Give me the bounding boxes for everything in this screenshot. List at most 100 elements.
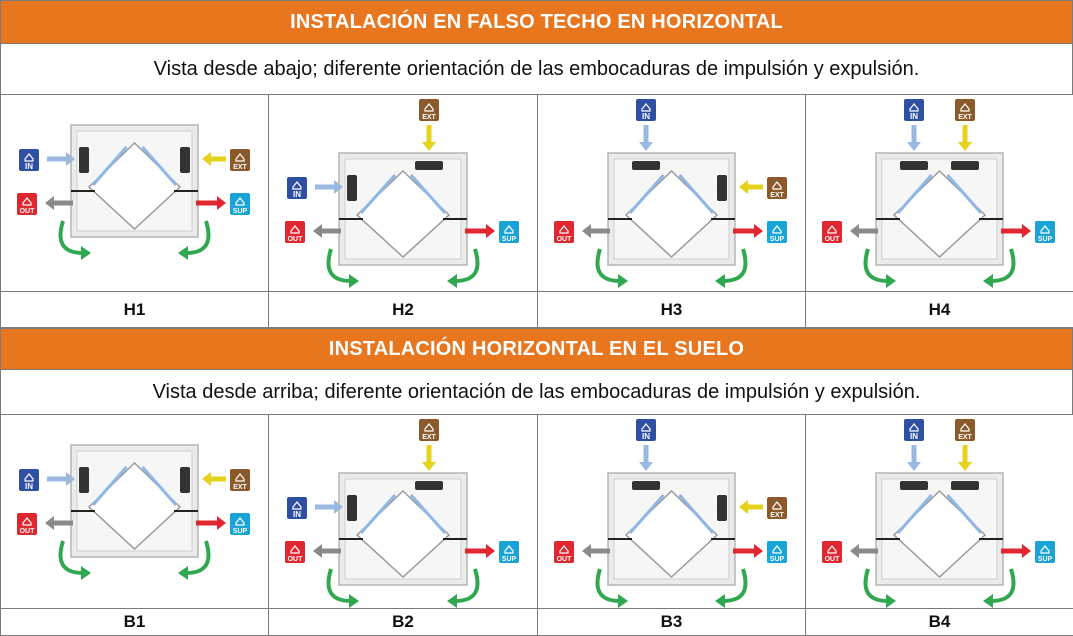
arrow-sup xyxy=(465,544,495,558)
heat-recovery-unit xyxy=(875,472,1004,586)
port-badge-text: IN xyxy=(642,112,650,121)
port-badge-text: IN xyxy=(910,112,918,121)
rotate-arrow-right xyxy=(715,248,748,288)
port-badge-in: IN xyxy=(287,177,307,199)
rotate-arrow-right xyxy=(983,248,1016,288)
label-row-floor: B1 B2 B3 B4 xyxy=(0,609,1073,636)
arrow-out xyxy=(313,224,341,238)
section-title: INSTALACIÓN HORIZONTAL EN EL SUELO xyxy=(328,337,745,360)
port-badge-sup: SUP xyxy=(230,513,250,535)
port-badge-text: SUP xyxy=(1038,556,1053,563)
diagram-grid-ceiling: IN EXT OUT SUP IN EXT OUT SUP EXT IN OUT SUP IN EX… xyxy=(0,94,1073,292)
port-badge-text: OUT xyxy=(825,556,841,563)
arrow-ext xyxy=(958,445,972,471)
diagram-cell-b2: IN EXT OUT SUP xyxy=(269,415,538,609)
port-badge-text: SUP xyxy=(770,556,785,563)
port-badge-ext: EXT xyxy=(419,99,439,121)
port-badge-text: EXT xyxy=(770,512,784,519)
port-badge-ext: EXT xyxy=(767,497,787,519)
port-badge-in: IN xyxy=(19,149,39,171)
arrow-out xyxy=(582,224,610,238)
port-badge-in: IN xyxy=(636,419,656,441)
section-subtitle: Vista desde arriba; diferente orientació… xyxy=(152,380,921,403)
arrow-ext xyxy=(958,125,972,151)
rotate-arrow-left xyxy=(863,568,896,608)
rotate-arrow-left xyxy=(595,568,628,608)
config-label-b2: B2 xyxy=(269,609,538,636)
heat-recovery-unit xyxy=(70,124,199,238)
config-label-h4: H4 xyxy=(806,292,1073,328)
port-badge-sup: SUP xyxy=(767,221,787,243)
diagram-cell-h2: IN EXT OUT SUP xyxy=(269,95,538,292)
unit-diagram: IN EXT OUT SUP xyxy=(285,419,519,608)
port-badge-ext: EXT xyxy=(955,419,975,441)
arrow-out xyxy=(850,544,878,558)
heat-recovery-unit xyxy=(607,472,736,586)
port-badge-text: SUP xyxy=(233,208,248,215)
arrow-in xyxy=(639,445,653,471)
port-badge-sup: SUP xyxy=(499,221,519,243)
port-badge-in: IN xyxy=(904,419,924,441)
arrow-in xyxy=(47,472,75,486)
port-badge-sup: SUP xyxy=(230,193,250,215)
port-badge-text: IN xyxy=(293,510,301,519)
port-badge-ext: EXT xyxy=(955,99,975,121)
port-badge-ext: EXT xyxy=(230,149,250,171)
port-badge-ext: EXT xyxy=(230,469,250,491)
port-badge-text: SUP xyxy=(502,556,517,563)
rotate-arrow-left xyxy=(58,540,91,580)
diagram-cell-h1: IN EXT OUT SUP xyxy=(1,95,269,292)
port-badge-in: IN xyxy=(287,497,307,519)
port-badge-text: OUT xyxy=(20,208,36,215)
arrow-in xyxy=(907,445,921,471)
port-badge-text: SUP xyxy=(770,236,785,243)
unit-diagram: IN EXT OUT SUP xyxy=(17,124,250,260)
port-badge-text: SUP xyxy=(502,236,517,243)
port-badge-ext: EXT xyxy=(419,419,439,441)
port-badge-text: EXT xyxy=(422,434,436,441)
diagram-grid-floor: IN EXT OUT SUP IN EXT OUT SUP EXT IN OUT SUP IN EX… xyxy=(0,414,1073,609)
port-badge-text: OUT xyxy=(557,236,573,243)
port-badge-in: IN xyxy=(904,99,924,121)
port-badge-text: OUT xyxy=(825,236,841,243)
port-badge-sup: SUP xyxy=(1035,541,1055,563)
port-badge-out: OUT xyxy=(554,221,574,243)
port-badge-out: OUT xyxy=(554,541,574,563)
arrow-sup xyxy=(1001,544,1031,558)
rotate-arrow-right xyxy=(178,540,211,580)
arrow-in xyxy=(47,152,75,166)
arrow-ext xyxy=(422,445,436,471)
arrow-out xyxy=(313,544,341,558)
heat-recovery-unit xyxy=(338,472,468,586)
rotate-arrow-right xyxy=(447,248,480,288)
section-header-ceiling: INSTALACIÓN EN FALSO TECHO EN HORIZONTAL xyxy=(0,0,1073,44)
rotate-arrow-left xyxy=(326,248,359,288)
port-badge-text: EXT xyxy=(958,114,972,121)
config-label-b4: B4 xyxy=(806,609,1073,636)
config-label-h1: H1 xyxy=(1,292,269,328)
rotate-arrow-left xyxy=(326,568,359,608)
port-badge-sup: SUP xyxy=(499,541,519,563)
rotate-arrow-right xyxy=(983,568,1016,608)
rotate-arrow-left xyxy=(863,248,896,288)
arrow-sup xyxy=(733,544,763,558)
port-badge-out: OUT xyxy=(285,221,305,243)
heat-recovery-unit xyxy=(338,152,468,266)
arrow-in xyxy=(315,180,343,194)
arrow-sup xyxy=(733,224,763,238)
port-badge-text: IN xyxy=(642,432,650,441)
label-row-ceiling: H1 H2 H3 H4 xyxy=(0,292,1073,328)
port-badge-text: OUT xyxy=(288,556,304,563)
port-badge-text: EXT xyxy=(958,434,972,441)
section-subtitle-floor: Vista desde arriba; diferente orientació… xyxy=(0,370,1073,414)
arrow-ext xyxy=(202,152,226,166)
port-badge-text: EXT xyxy=(770,192,784,199)
port-badge-text: EXT xyxy=(233,484,247,491)
diagram-cell-b3: EXT IN OUT SUP xyxy=(538,415,806,609)
arrow-out xyxy=(850,224,878,238)
